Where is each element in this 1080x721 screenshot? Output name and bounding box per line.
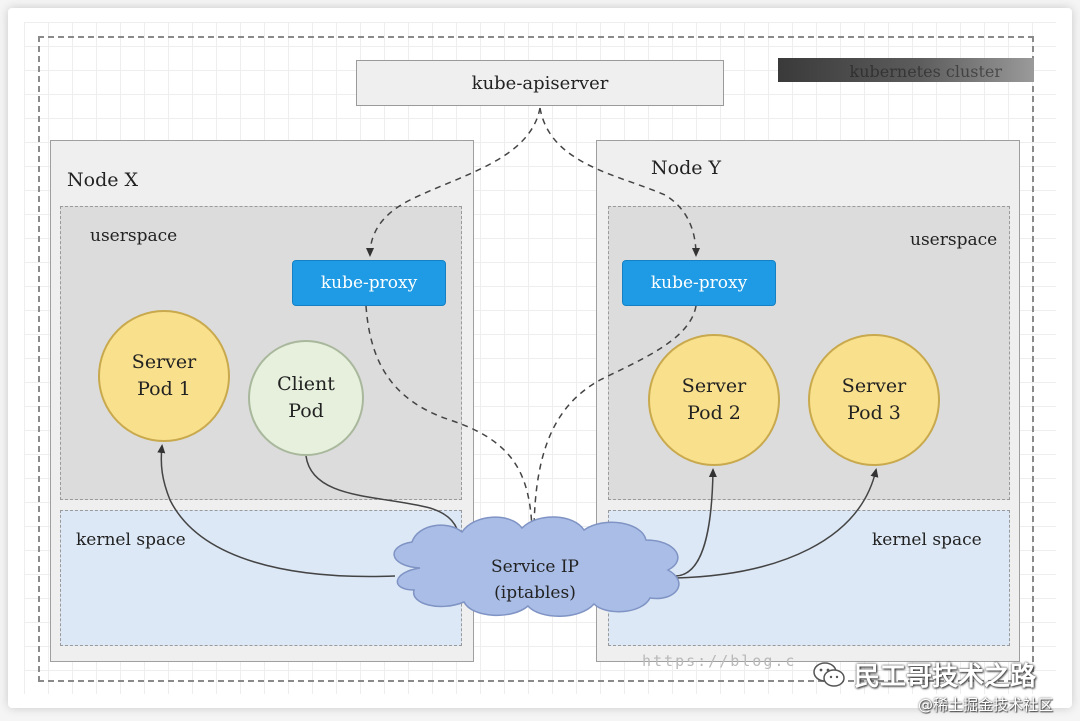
brand-watermark: 民工哥技术之路: [812, 656, 1036, 693]
client-to-service-link: [305, 455, 464, 542]
kube-proxy-node-y: kube-proxy: [622, 260, 776, 306]
cluster-label: kubernetes cluster: [849, 62, 1002, 81]
wechat-icon: [813, 661, 845, 687]
kube-apiserver-label: kube-apiserver: [471, 72, 609, 94]
kubernetes-cluster-boundary: [38, 36, 1034, 682]
service-ip-line2: (iptables): [494, 583, 576, 603]
kube-apiserver-box: kube-apiserver: [356, 60, 724, 106]
server-pod-2: Server Pod 2: [648, 334, 780, 466]
kube-proxy-x-label: kube-proxy: [320, 273, 418, 293]
cluster-label-bar: kubernetes cluster: [778, 58, 1034, 82]
node-y-title: Node Y: [651, 157, 722, 179]
proxy-y-to-service-link: [530, 305, 697, 532]
service-ip-line1: Service IP: [490, 557, 579, 577]
proxy-x-to-service-link: [365, 305, 536, 532]
client-pod-label: Client Pod: [277, 373, 335, 422]
server-pod-3-label: Server Pod 3: [841, 375, 907, 424]
service-ip-label: Service IP (iptables): [450, 554, 620, 606]
site-watermark: @稀土掘金技术社区: [918, 696, 1054, 714]
apiserver-to-proxy-y-link: [539, 107, 700, 257]
server-pod-3: Server Pod 3: [808, 334, 940, 466]
node-y-kernel-label: kernel space: [872, 530, 982, 550]
server-pod-1-label: Server Pod 1: [131, 351, 197, 400]
server-pod-2-label: Server Pod 2: [681, 375, 747, 424]
node-y-userspace-label: userspace: [910, 230, 998, 250]
service-to-pod2-link: [675, 468, 717, 577]
server-pod-1: Server Pod 1: [98, 310, 230, 442]
node-x-title: Node X: [67, 169, 139, 191]
node-x-kernel-space: [60, 510, 462, 646]
kube-proxy-y-label: kube-proxy: [650, 273, 748, 293]
service-ip-cloud: [393, 516, 680, 617]
apiserver-to-proxy-x-link: [366, 107, 541, 257]
node-x-kernel-label: kernel space: [76, 530, 186, 550]
service-to-pod1-link: [157, 444, 396, 578]
url-watermark: https://blog.c: [642, 652, 797, 670]
node-x-userspace-label: userspace: [90, 226, 178, 246]
brand-name: 民工哥技术之路: [854, 662, 1037, 692]
kube-proxy-node-x: kube-proxy: [292, 260, 446, 306]
service-to-pod3-link: [675, 468, 879, 579]
client-pod: Client Pod: [248, 340, 364, 456]
